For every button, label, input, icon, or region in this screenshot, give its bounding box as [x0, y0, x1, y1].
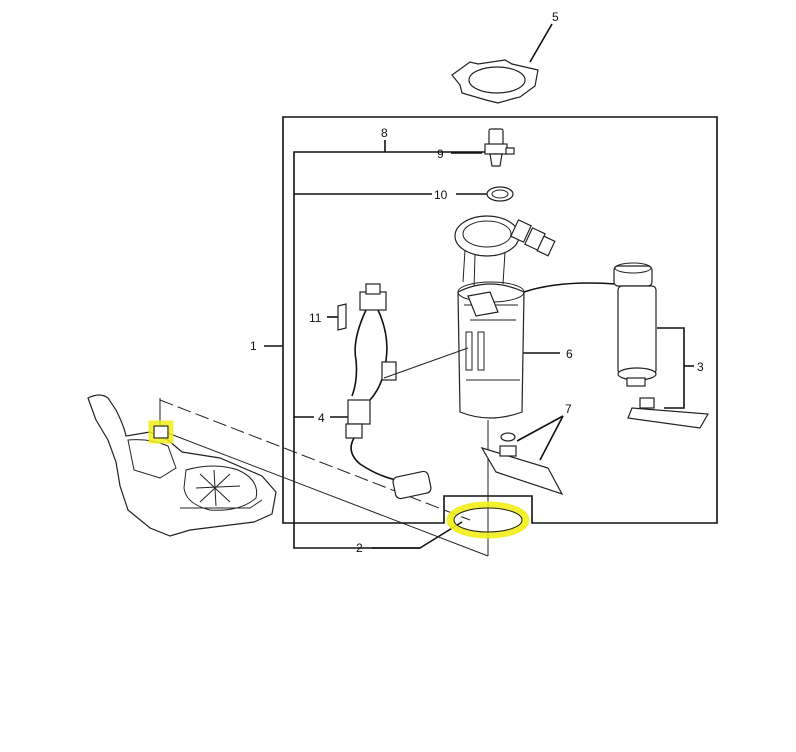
tank-guide-line-lower — [159, 429, 489, 557]
callout-10: 10 — [434, 188, 448, 202]
callout-2: 2 — [356, 541, 363, 555]
leader-5 — [529, 23, 553, 63]
fuel-hose — [523, 282, 617, 293]
callout-5: 5 — [552, 10, 559, 24]
wiring-harness — [345, 283, 469, 500]
tank-seal-highlight — [446, 501, 530, 539]
o-ring-10-inner — [491, 189, 509, 199]
callout-11: 11 — [309, 311, 322, 325]
callout-6: 6 — [566, 347, 573, 361]
leader-2 — [372, 521, 463, 549]
tank-seal-o-ring — [453, 507, 523, 533]
bracket-3 — [657, 327, 685, 409]
tank-pump-location-highlight — [148, 420, 174, 444]
retaining-clip — [337, 303, 347, 331]
callout-7: 7 — [565, 402, 572, 416]
leader-7b — [539, 415, 564, 461]
callout-9: 9 — [437, 147, 444, 161]
bracket-8 — [293, 151, 497, 549]
fuel-sender-module — [454, 215, 556, 419]
leader-7a — [516, 415, 564, 442]
fuel-pump — [613, 262, 709, 429]
callout-3: 3 — [697, 360, 704, 374]
fuel-tank — [87, 394, 277, 537]
fuel-pressure-sensor — [484, 128, 515, 167]
strainer-kit — [480, 432, 564, 496]
callout-4: 4 — [318, 411, 325, 425]
lock-ring — [451, 59, 539, 104]
callout-1: 1 — [250, 339, 257, 353]
assembly-frame — [282, 116, 718, 524]
o-ring-10 — [486, 186, 514, 202]
tank-guide-line-upper — [159, 399, 471, 521]
callout-8: 8 — [381, 126, 388, 140]
